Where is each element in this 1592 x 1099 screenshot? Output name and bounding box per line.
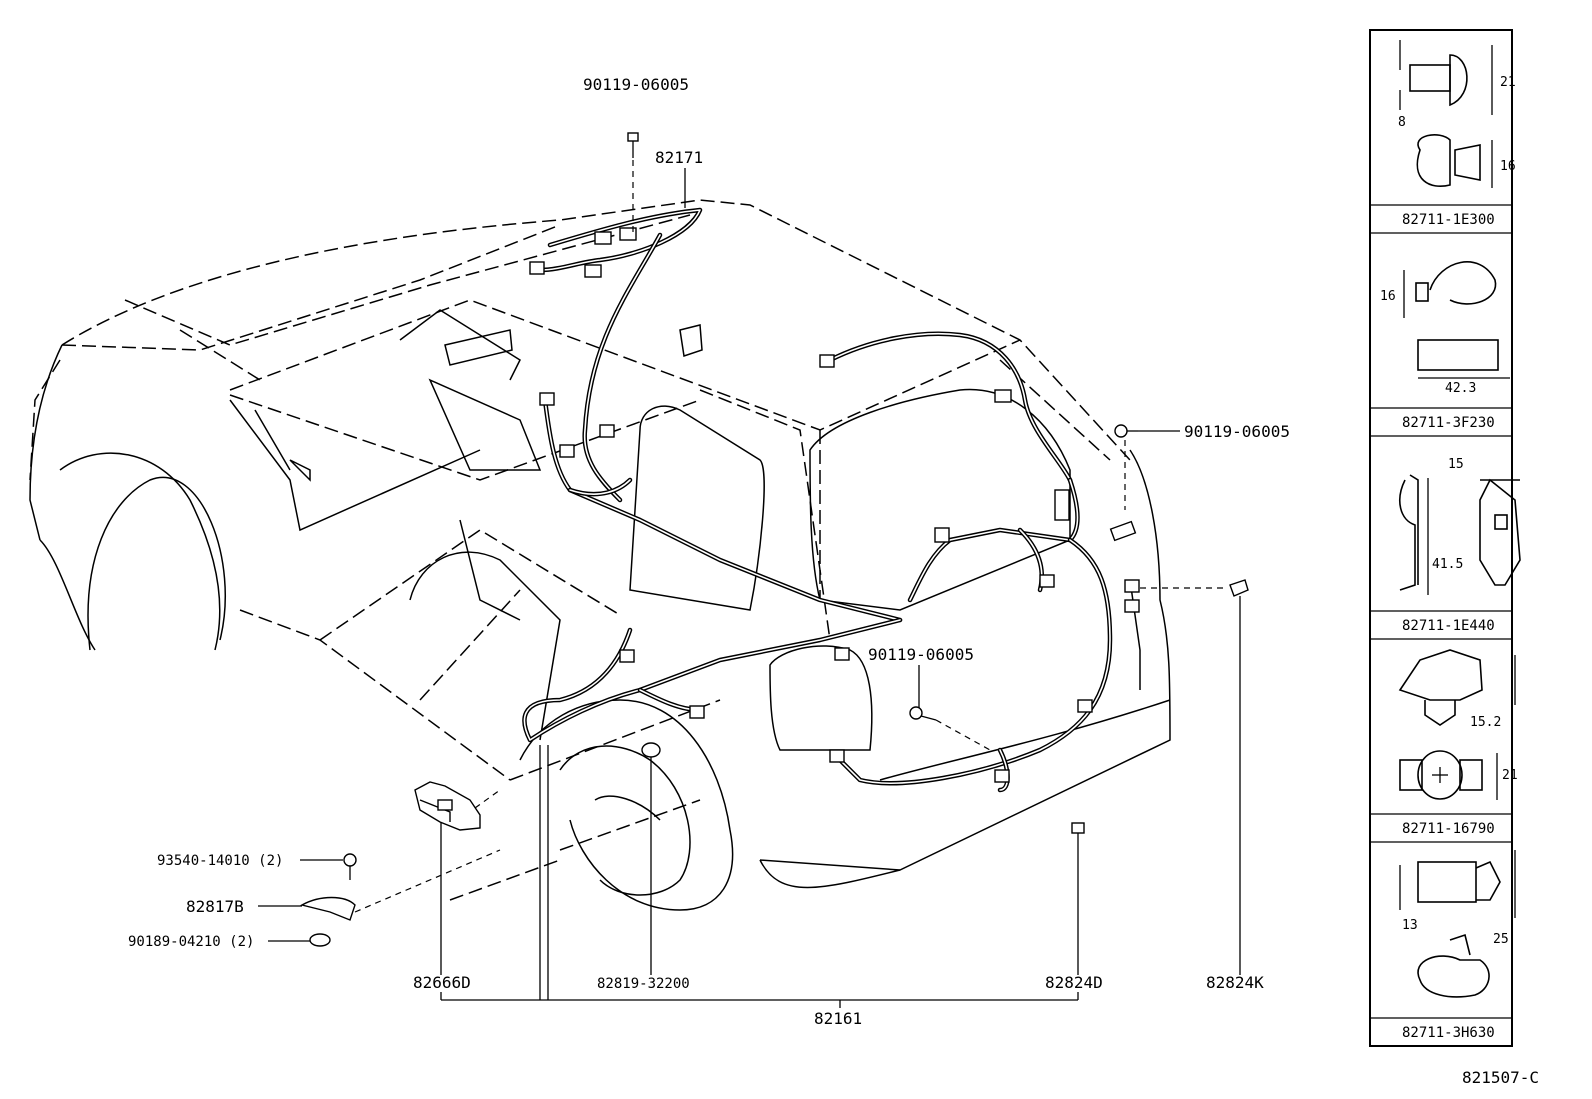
bolt-top-icon — [627, 132, 639, 235]
clip-4-part-no: 82711-16790 — [1402, 821, 1495, 837]
clip-1-drawing: 21 8 16 — [1398, 40, 1516, 188]
callout-bracket-left: 82817B — [186, 897, 244, 916]
clip-3-dim-b: 41.5 — [1432, 557, 1463, 572]
clip-5-dim-b: 25 — [1493, 932, 1509, 947]
clip-2-dim-b: 42.3 — [1445, 381, 1476, 396]
callout-nut-left: 90189-04210 (2) — [128, 934, 254, 950]
vehicle-body-outline — [29, 199, 1171, 911]
clip-1-dim-c: 16 — [1500, 159, 1516, 174]
bracket-left-icon — [300, 849, 501, 921]
callout-screw-left: 93540-14010 (2) — [157, 853, 283, 869]
clip-5-part-no: 82711-3H630 — [1402, 1025, 1495, 1041]
clip-k-icon — [1140, 579, 1249, 597]
callout-harness-roof: 82171 — [655, 148, 703, 167]
callout-grommet: 82819-32200 — [597, 976, 690, 992]
clip-2-drawing: 16 42.3 — [1380, 261, 1510, 396]
bolt-mid-icon — [909, 706, 991, 751]
callout-bolt-right: 90119-06005 — [1184, 422, 1290, 441]
clip-1-dim-a: 21 — [1500, 75, 1516, 90]
relay-block-icon — [414, 781, 501, 831]
callout-harness-main: 82161 — [814, 1009, 862, 1028]
callout-bolt-mid: 90119-06005 — [868, 645, 974, 664]
clip-4-drawing: 15.2 21 — [1398, 649, 1518, 800]
clip-d-icon — [1071, 822, 1085, 834]
clip-5-dim-a: 13 — [1402, 918, 1418, 933]
clip-4-dim-b: 21 — [1502, 768, 1518, 783]
callout-bolt-top: 90119-06005 — [583, 75, 689, 94]
clip-4-dim-a: 15.2 — [1470, 715, 1501, 730]
clip-2-dim-a: 16 — [1380, 289, 1396, 304]
callout-clip-k: 82824K — [1206, 973, 1264, 992]
callout-block: 82666D — [413, 973, 471, 992]
clip-panel: 21 8 16 82711-1E300 16 42.3 82711-3F230 … — [1369, 29, 1521, 1047]
figure-id: 821507-C — [1462, 1068, 1539, 1087]
screw-left-icon — [343, 853, 357, 880]
callout-leaders — [258, 168, 1241, 1008]
clip-5-drawing: 13 25 — [1399, 850, 1516, 998]
callout-clip-d: 82824D — [1045, 973, 1103, 992]
clip-1-dim-b: 8 — [1398, 115, 1406, 130]
bolt-right-icon — [1114, 424, 1138, 510]
clip-2-part-no: 82711-3F230 — [1402, 415, 1495, 431]
nut-left-icon — [309, 933, 331, 947]
wiring-harness — [522, 207, 1140, 793]
grommet-icon — [641, 742, 661, 758]
clip-3-dim-a: 15 — [1448, 457, 1464, 472]
clip-3-drawing: 15 41.5 — [1399, 457, 1521, 595]
clip-3-part-no: 82711-1E440 — [1402, 618, 1495, 634]
clip-1-part-no: 82711-1E300 — [1402, 212, 1495, 228]
